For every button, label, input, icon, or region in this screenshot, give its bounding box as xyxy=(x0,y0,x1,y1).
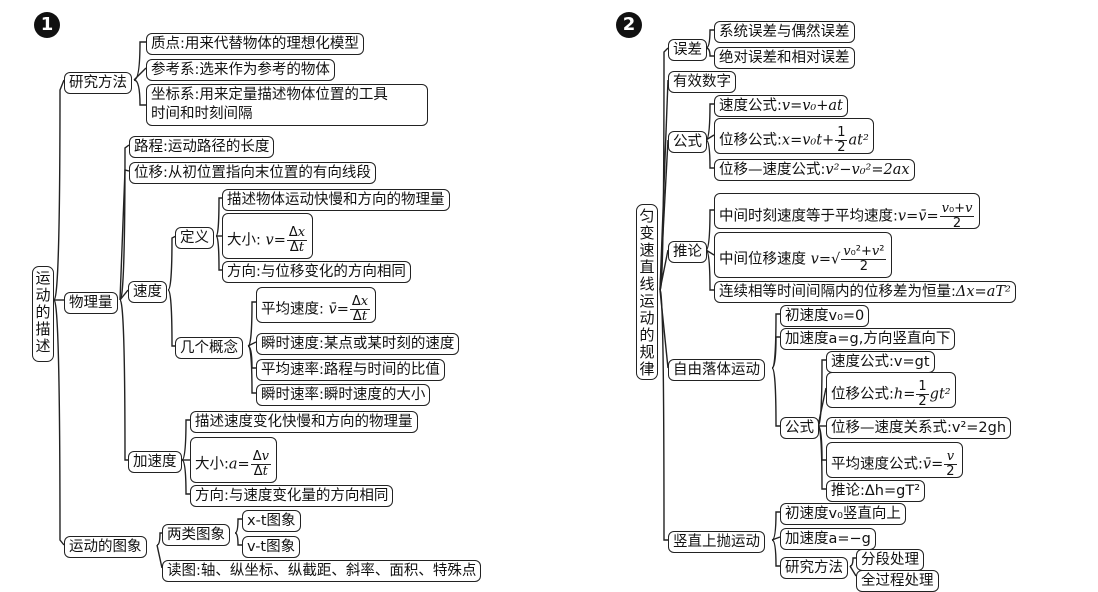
number-badge-1: 1 xyxy=(34,12,60,38)
definition-node: 定义 xyxy=(175,227,214,249)
vt-method-node: 研究方法 xyxy=(780,557,848,579)
error-node: 误差 xyxy=(668,39,707,61)
velocity-formula-node: 速度公式:v=v₀+at xyxy=(714,95,848,117)
vel-disp-formula-expr: v²−v₀²=2ax xyxy=(825,162,910,178)
displacement-formula-tail: at² xyxy=(848,132,869,149)
mid-time-label: 中间时刻速度等于平均速度: xyxy=(719,208,898,225)
ff-displacement-label: 位移公式: xyxy=(831,386,894,403)
ff-init-node: 初速度v₀=0 xyxy=(780,305,870,327)
velocity-node: 速度 xyxy=(128,281,167,303)
motion-graphs-node: 运动的图象 xyxy=(64,536,147,558)
error-item-systematic: 系统误差与偶然误差 xyxy=(714,21,855,43)
displacement-formula-expr: x=v₀t+ xyxy=(781,132,835,149)
ff-vel-disp-node: 位移—速度关系式:v²=2gh xyxy=(826,417,1012,439)
ff-avg-label: 平均速度公式: xyxy=(831,456,923,473)
displacement-node: 位移:从初位置指向末位置的有向线段 xyxy=(129,162,376,184)
ff-velocity-node: 速度公式:v=gt xyxy=(826,351,935,373)
number-badge-2: 2 xyxy=(616,12,642,38)
physical-quantity-node: 物理量 xyxy=(64,292,118,314)
velocity-formula-label: 速度公式: xyxy=(719,98,782,114)
avg-velocity-label: 平均速度: xyxy=(261,301,324,318)
accel-dir-node: 方向:与速度变化量的方向相同 xyxy=(190,485,394,507)
instant-rate-node: 瞬时速率:瞬时速度的大小 xyxy=(256,384,431,406)
read-graph-node: 读图:轴、纵坐标、纵截距、斜率、面积、特殊点 xyxy=(162,560,482,582)
vel-disp-formula-label: 位移—速度公式: xyxy=(719,162,826,178)
velocity-size-label: 大小: xyxy=(227,232,261,249)
velocity-dir-node: 方向:与位移变化的方向相同 xyxy=(222,261,411,283)
mid-position-label: 中间位移速度 xyxy=(719,251,806,268)
vt-graph-node: v-t图象 xyxy=(242,536,301,558)
ff-acc-node: 加速度a=g,方向竖直向下 xyxy=(780,328,956,350)
vt-method-segment: 分段处理 xyxy=(856,549,924,571)
vel-disp-formula-node: 位移—速度公式:v²−v₀²=2ax xyxy=(714,159,915,181)
consecutive-diff-node: 连续相等时间间隔内的位移差为恒量:Δx=aT² xyxy=(714,281,1016,303)
error-item-absolute: 绝对误差和相对误差 xyxy=(714,47,855,69)
velocity-formula-expr: v=v₀+at xyxy=(781,98,843,114)
path-length-node: 路程:运动路径的长度 xyxy=(129,136,275,158)
consecutive-diff-expr: Δx=aT² xyxy=(955,284,1011,300)
ff-formula-node: 公式 xyxy=(780,417,819,439)
concepts-node: 几个概念 xyxy=(175,337,243,359)
vt-method-whole: 全过程处理 xyxy=(856,570,939,592)
ff-displacement-tail: gt² xyxy=(929,386,951,403)
vertical-throw-node: 竖直上抛运动 xyxy=(668,531,765,553)
instant-velocity-node: 瞬时速度:某点或某时刻的速度 xyxy=(256,333,460,355)
consecutive-diff-label: 连续相等时间间隔内的位移差为恒量: xyxy=(719,284,956,300)
vt-init-node: 初速度v₀竖直向上 xyxy=(780,503,906,525)
xt-graph-node: x-t图象 xyxy=(242,510,301,532)
velocity-size-symbol: v xyxy=(265,232,274,249)
formula-node: 公式 xyxy=(668,131,707,153)
inference-node: 推论 xyxy=(668,241,707,263)
research-method-node: 研究方法 xyxy=(64,72,132,94)
connector-lines xyxy=(53,29,857,577)
acceleration-node: 加速度 xyxy=(128,451,182,473)
avg-rate-node: 平均速率:路程与时间的比值 xyxy=(256,359,445,381)
ff-displacement-expr: h= xyxy=(893,386,916,403)
two-graphs-node: 两类图象 xyxy=(162,524,230,546)
right-root-node: 匀变速直线运动的规律 xyxy=(636,204,658,380)
sigfig-node: 有效数字 xyxy=(668,71,736,93)
accel-desc-node: 描述速度变化快慢和方向的物理量 xyxy=(190,411,418,433)
vt-acc-node: 加速度a=−g xyxy=(780,528,876,550)
left-root-node: 运动的描述 xyxy=(32,266,54,362)
ff-inference-node: 推论:Δh=gT² xyxy=(826,480,926,502)
research-item-particle: 质点:用来代替物体的理想化模型 xyxy=(146,33,364,55)
time-text: 时间和时刻间隔 xyxy=(151,106,253,122)
ff-avg-expr: v̄= xyxy=(922,456,944,473)
free-fall-node: 自由落体运动 xyxy=(668,359,765,381)
research-item-reference: 参考系:选来作为参考的物体 xyxy=(146,59,335,81)
velocity-def-text: 描述物体运动快慢和方向的物理量 xyxy=(222,189,450,211)
research-item-coordinate: 坐标系:用来定量描述物体位置的工具 时间和时刻间隔 xyxy=(146,84,428,126)
accel-size-label: 大小: xyxy=(195,456,229,473)
coordinate-text: 坐标系:用来定量描述物体位置的工具 xyxy=(151,87,388,103)
displacement-formula-label: 位移公式: xyxy=(719,132,782,149)
